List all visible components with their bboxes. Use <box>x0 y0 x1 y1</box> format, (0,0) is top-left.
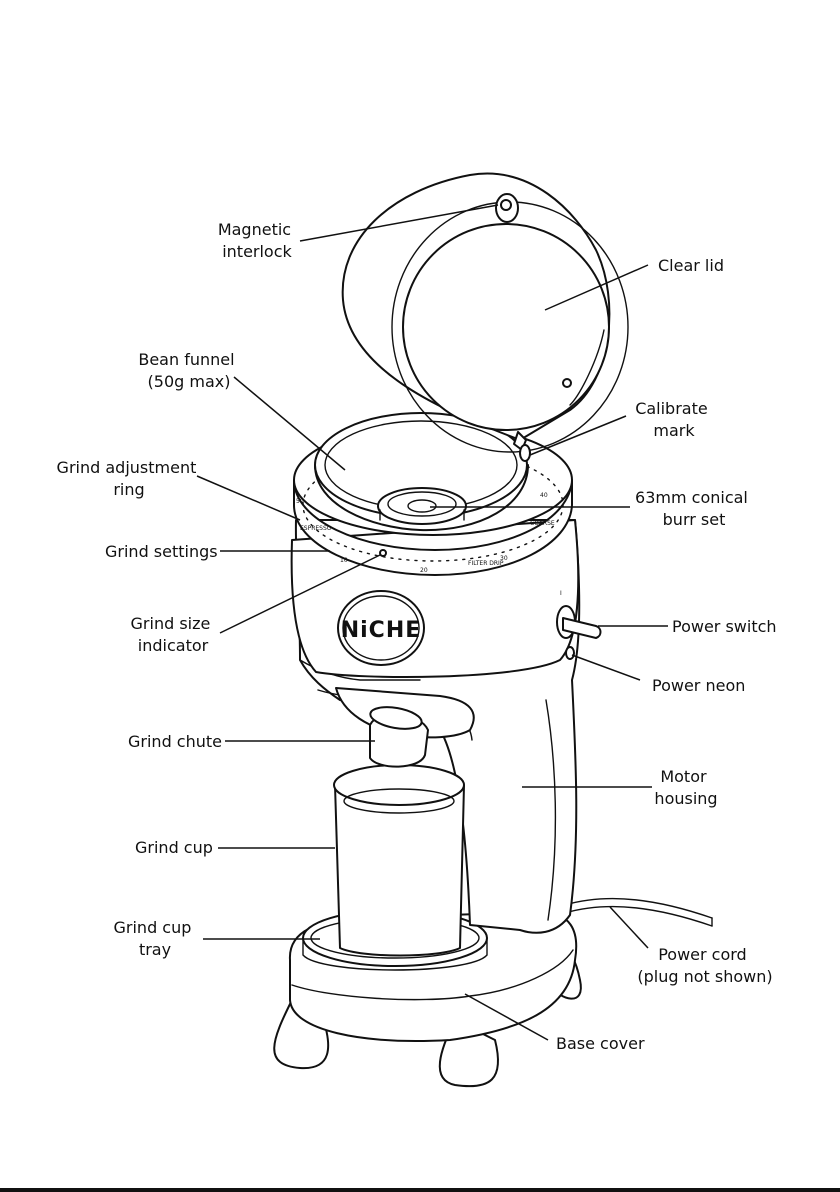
label-calibrate-mark: Calibrate mark <box>635 399 713 440</box>
calibrate-mark <box>519 444 531 462</box>
power-neon <box>565 646 575 660</box>
dial-number-40: 40 <box>540 492 548 499</box>
dial-label-coarse: COARSE <box>530 520 555 527</box>
label-grind-chute: Grind chute <box>128 732 222 751</box>
dial-number-50: 50 <box>296 498 304 505</box>
dial-number-30: 30 <box>500 555 508 562</box>
label-grind-settings: Grind settings <box>105 542 218 561</box>
dial-number-20: 20 <box>420 567 428 574</box>
power-cord <box>564 897 713 927</box>
dial-label-filter-drip: FILTER DRIP <box>468 560 504 567</box>
magnetic-interlock <box>495 193 519 223</box>
label-motor-housing: Motor housing <box>654 767 717 808</box>
conical-burr-set <box>377 487 467 525</box>
dial-number-10: 10 <box>340 557 348 564</box>
label-grind-adjustment-ring: Grind adjustment ring <box>57 458 202 499</box>
label-clear-lid: Clear lid <box>658 256 724 275</box>
brand-logo: NiCHE <box>337 590 425 666</box>
bottom-rule <box>0 1188 840 1192</box>
grind-chute <box>369 706 429 768</box>
label-magnetic-interlock: Magnetic interlock <box>218 220 296 261</box>
label-grind-cup-tray: Grind cup tray <box>114 918 197 959</box>
callout-labels: Magnetic interlock Clear lid Bean funnel… <box>57 220 777 1053</box>
leader-lines <box>196 204 668 1041</box>
label-power-neon: Power neon <box>652 676 745 695</box>
label-conical-burr-set: 63mm conical burr set <box>635 488 753 529</box>
label-grind-size-indicator: Grind size indicator <box>131 614 216 655</box>
label-grind-cup: Grind cup <box>135 838 213 857</box>
clear-lid <box>341 172 629 453</box>
label-power-cord: Power cord (plug not shown) <box>637 945 772 986</box>
svg-text:I: I <box>560 590 562 597</box>
brand-logo-text: NiCHE <box>341 618 422 643</box>
label-base-cover: Base cover <box>556 1034 645 1053</box>
power-switch: I <box>556 590 602 639</box>
label-power-switch: Power switch <box>672 617 777 636</box>
dial-label-espresso: ESPRESSO <box>300 525 332 532</box>
grind-size-indicator-dot <box>379 549 387 557</box>
label-bean-funnel: Bean funnel (50g max) <box>138 350 239 391</box>
grind-cup <box>333 764 465 957</box>
